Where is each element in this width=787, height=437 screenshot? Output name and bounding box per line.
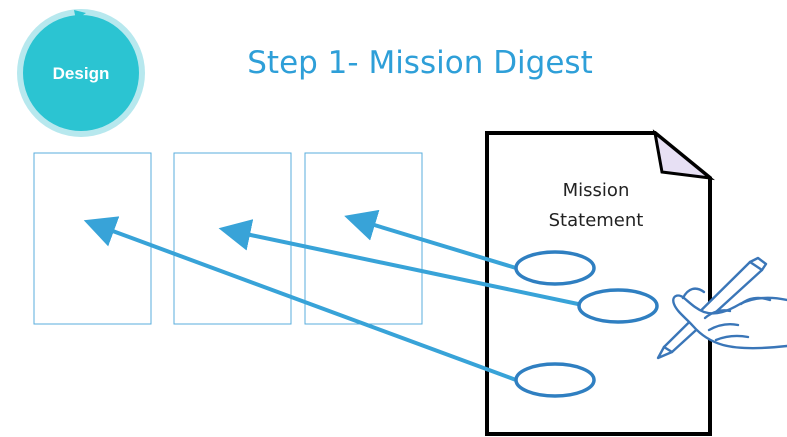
highlight-ellipse-1 — [514, 250, 596, 286]
design-badge: Design — [17, 9, 145, 137]
document-title-line-2: Statement — [549, 210, 644, 231]
hand-writing-icon — [656, 256, 787, 360]
arrow-to-box-2 — [218, 219, 580, 306]
document-fold — [652, 129, 715, 181]
page-title: Step 1- Mission Digest — [247, 45, 592, 81]
document-title-line-1: Mission — [563, 180, 630, 201]
arrow-to-box-3 — [344, 209, 518, 270]
badge-label: Design — [53, 64, 110, 83]
arrow-to-box-1 — [83, 216, 518, 382]
highlight-ellipse-2 — [577, 288, 659, 324]
badge-core — [23, 15, 139, 131]
digest-box-3 — [304, 152, 423, 325]
highlight-ellipse-3 — [514, 362, 596, 398]
document-fold-edge — [654, 132, 663, 173]
mission-statement-document: Mission Statement — [485, 129, 715, 436]
badge-arrow-icon — [74, 10, 86, 20]
